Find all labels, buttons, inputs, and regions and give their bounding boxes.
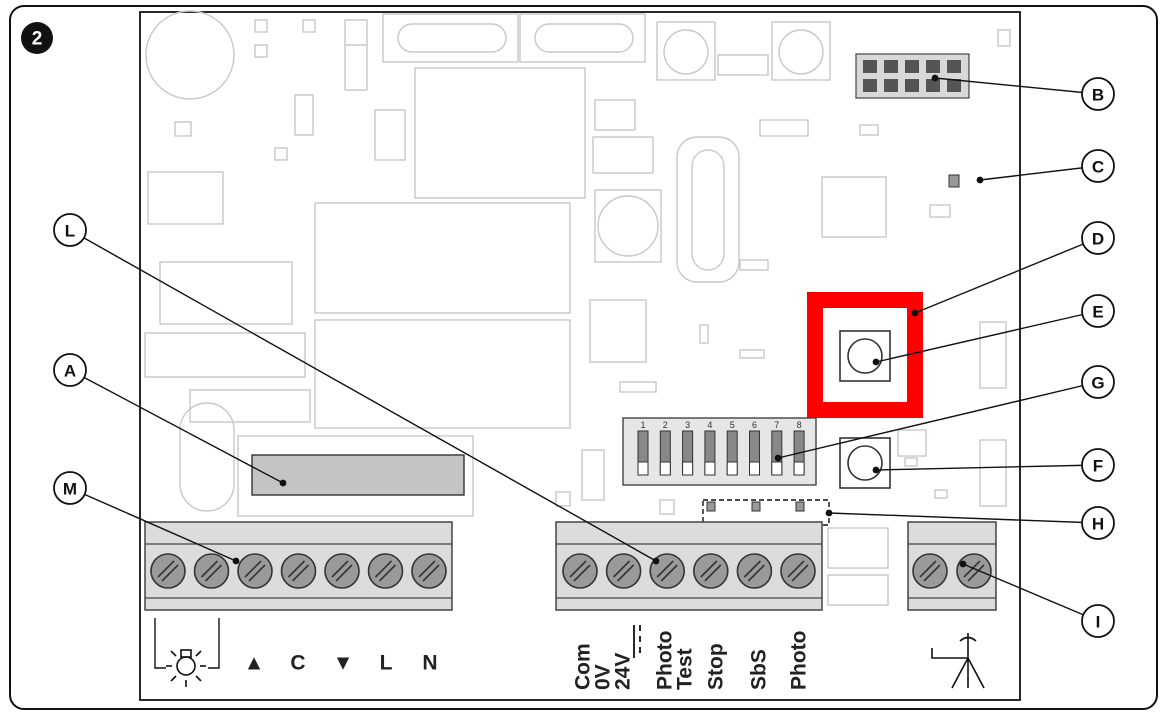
- terminal-block-m: [144, 521, 453, 611]
- leader-lines: [69, 77, 1099, 622]
- dip-switch-number: 7: [774, 420, 779, 430]
- header-pin: [947, 79, 961, 92]
- terminal-screw: [411, 553, 447, 589]
- dip-lever-knob: [637, 461, 649, 476]
- dip-lever-knob: [771, 461, 783, 476]
- callout-letter: E: [1092, 303, 1103, 322]
- antenna-icon: [931, 633, 985, 689]
- terminal-screw: [150, 553, 186, 589]
- callout-b: B: [1081, 77, 1115, 111]
- callout-f: F: [1081, 448, 1115, 482]
- terminal-screw: [692, 553, 729, 589]
- label-photo-test-2: Test: [674, 648, 697, 690]
- dip-lever-knob: [726, 461, 738, 476]
- terminal-block-l: [555, 521, 823, 611]
- terminal-screw: [956, 553, 992, 589]
- figure-number-badge: 2: [21, 22, 53, 54]
- callout-i: I: [1081, 604, 1115, 638]
- callout-letter: G: [1091, 374, 1104, 393]
- header-pin: [884, 79, 898, 92]
- terminal-screw: [736, 553, 773, 589]
- callout-d: D: [1081, 221, 1115, 255]
- callout-letter: B: [1092, 86, 1104, 105]
- callout-letter: C: [1092, 158, 1104, 177]
- connector-header: [855, 53, 970, 99]
- dip-switch-number: 4: [707, 420, 712, 430]
- callouts: A B C D E F G H I L M: [53, 77, 1115, 638]
- dip-switch[interactable]: 1 2 3 4 5 6 7 8: [622, 417, 817, 486]
- label-24v: 24V: [612, 653, 635, 690]
- highlight-box: [807, 292, 923, 418]
- terminal-screw: [780, 553, 816, 589]
- callout-e: E: [1081, 294, 1115, 328]
- dip-switch-number: 6: [752, 420, 757, 430]
- header-pin: [884, 60, 898, 73]
- callout-h: H: [1081, 506, 1115, 540]
- label-stop: Stop: [705, 643, 728, 690]
- terminal-block-i: [907, 521, 997, 611]
- callout-letter: I: [1096, 613, 1101, 632]
- terminal-screw: [912, 553, 948, 589]
- io-terminal-labels: Com 0V 24V Photo Test Stop SbS Photo: [572, 625, 811, 690]
- dip-switch-number: 5: [730, 420, 735, 430]
- callout-letter: F: [1093, 457, 1103, 476]
- radio-module: [251, 454, 465, 496]
- terminal-screw: [280, 553, 317, 589]
- header-pin: [926, 79, 940, 92]
- button-e[interactable]: [839, 330, 891, 382]
- terminal-screw: [324, 553, 360, 589]
- dip-switch-number: 2: [663, 420, 668, 430]
- callout-g: G: [1081, 365, 1115, 399]
- button-f[interactable]: [839, 437, 891, 489]
- callout-letter: L: [65, 222, 75, 241]
- callout-c: C: [1081, 149, 1115, 183]
- callout-letter: M: [63, 480, 77, 499]
- header-pin: [863, 60, 877, 73]
- callout-a: A: [53, 353, 87, 387]
- motor-terminal-labels: ▲ C ▼ L N: [154, 618, 438, 687]
- dip-lever-knob: [659, 461, 671, 476]
- lamp-bracket: [154, 618, 220, 669]
- label-0v: 0V: [592, 664, 615, 690]
- callout-m: M: [53, 471, 87, 505]
- header-pin: [947, 60, 961, 73]
- dip-switch-number: 8: [797, 420, 802, 430]
- label-close: ▼: [333, 652, 354, 675]
- dip-lever-knob: [749, 461, 760, 476]
- figure-number: 2: [32, 29, 43, 50]
- terminal-screw: [605, 553, 642, 589]
- label-neutral: N: [422, 652, 437, 675]
- dip-switch-number: 3: [685, 420, 690, 430]
- header-pin: [905, 60, 919, 73]
- dc-symbol: [633, 625, 641, 658]
- header-pin: [926, 60, 940, 73]
- label-photo-test-1: Photo: [654, 631, 677, 690]
- callout-letter: D: [1092, 230, 1104, 249]
- label-open: ▲: [244, 652, 265, 675]
- callout-letter: A: [64, 362, 76, 381]
- header-pin: [905, 79, 919, 92]
- label-line: L: [380, 652, 393, 675]
- dip-switch-number: 1: [640, 420, 645, 430]
- terminal-screw: [367, 553, 404, 589]
- label-photo: Photo: [788, 631, 811, 690]
- label-common: C: [290, 652, 305, 675]
- leader-dots: [232, 74, 984, 568]
- label-com: Com: [572, 643, 595, 690]
- terminal-screw: [562, 553, 598, 589]
- callout-l: L: [53, 213, 87, 247]
- board-components: [144, 10, 1011, 606]
- led-indicator: [948, 174, 960, 188]
- lamp-icon: [166, 649, 206, 687]
- terminal-screw: [237, 553, 273, 589]
- label-sbs: SbS: [748, 649, 771, 690]
- dip-lever-knob: [793, 461, 805, 476]
- terminal-screw: [193, 553, 230, 589]
- dip-lever-knob: [704, 461, 716, 476]
- dip-lever-knob: [682, 461, 694, 476]
- callout-letter: H: [1092, 515, 1104, 534]
- header-pin: [863, 79, 877, 92]
